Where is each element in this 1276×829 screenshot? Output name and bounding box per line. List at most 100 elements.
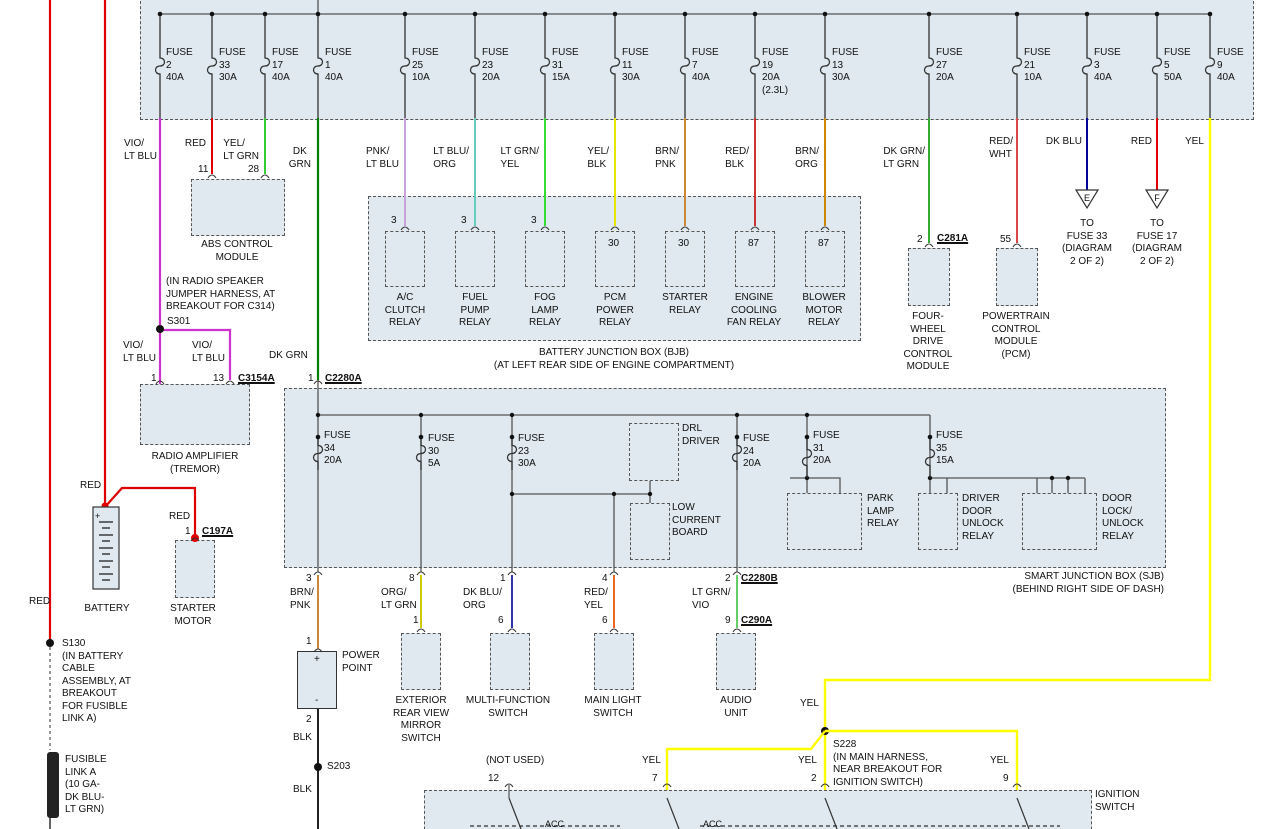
fuse-symbol xyxy=(469,14,481,118)
connector-pin-mark xyxy=(260,174,270,179)
starter-motor-box xyxy=(175,540,215,598)
four-wheel-drive-module-box xyxy=(908,248,950,306)
wire-color-label: YEL xyxy=(642,755,661,766)
low-current-board-box xyxy=(630,503,670,560)
fuse-symbol xyxy=(206,14,218,118)
fuse-symbol xyxy=(679,14,691,118)
pin-number: 28 xyxy=(248,164,260,175)
pin-number: 3 xyxy=(531,215,537,226)
wire-color-label: DK BLU xyxy=(1045,136,1082,147)
connector-id: C290A xyxy=(741,615,773,626)
wire-color-label: ORG/ LT GRN xyxy=(381,587,417,611)
wire-color-label: YEL xyxy=(990,755,1009,766)
connector-pin-mark xyxy=(820,226,830,231)
fuse-label: FUSE 9 40A xyxy=(1217,47,1244,83)
relay-box xyxy=(385,231,425,287)
pin-number: 6 xyxy=(498,615,504,626)
connector-id: C3154A xyxy=(238,373,275,384)
s301-splice xyxy=(156,325,164,333)
fusible-link-symbol xyxy=(47,752,59,818)
connector-pin-mark xyxy=(416,571,426,576)
fuse-label: FUSE 5 50A xyxy=(1164,47,1191,83)
fuse-label: FUSE 23 20A xyxy=(482,47,509,83)
not-used-label: (NOT USED) xyxy=(486,755,545,766)
wire-color-label: LT BLU/ ORG xyxy=(433,146,469,170)
fuse-label: FUSE 24 20A xyxy=(743,433,770,469)
power-point-box xyxy=(297,651,337,709)
wire-color-label: VIO/ LT BLU xyxy=(123,340,156,364)
acc-label: ACC xyxy=(703,819,723,829)
audio-unit-label: AUDIO UNIT xyxy=(720,695,752,719)
pin-number: 9 xyxy=(1003,773,1009,784)
abs-module-box xyxy=(191,179,285,236)
pin-number: 6 xyxy=(602,615,608,626)
top-fuse-drops xyxy=(154,11,1216,118)
wire-color-label: DK GRN xyxy=(269,350,308,361)
wire-color-label: RED/ WHT xyxy=(989,136,1013,160)
audio-unit-box xyxy=(716,633,756,690)
starter-motor-label: STARTER MOTOR xyxy=(170,603,216,627)
wire-color-label: BRN/ ORG xyxy=(795,146,819,170)
pin-number: 2 xyxy=(306,714,312,725)
off-page-connector-f xyxy=(1144,189,1170,210)
fuse-symbol xyxy=(154,14,166,118)
fuse-label: FUSE 13 30A xyxy=(832,47,859,83)
connector-id: C281A xyxy=(937,233,969,244)
pin-number: 12 xyxy=(488,773,500,784)
bus-node xyxy=(752,11,758,17)
fuse-label: FUSE 27 20A xyxy=(936,47,963,83)
connector-pin-mark xyxy=(207,174,217,179)
wire-color-label: YEL xyxy=(800,698,819,709)
bus-node xyxy=(157,11,163,17)
bjb-label: BATTERY JUNCTION BOX (BJB) (AT LEFT REAR… xyxy=(493,347,735,371)
s130-label: S130 (IN BATTERY CABLE ASSEMBLY, AT BREA… xyxy=(62,638,131,724)
fuse-label: FUSE 30 5A xyxy=(428,433,455,469)
pin-number: 1 xyxy=(413,615,419,626)
bus-node xyxy=(927,434,933,440)
connector-pin-mark xyxy=(313,380,323,385)
relay-box xyxy=(735,231,775,287)
pin-number: 2 xyxy=(917,234,923,245)
fuse-label: FUSE 2 40A xyxy=(166,47,193,83)
wire-color-label: BLK xyxy=(293,784,312,795)
fuse-symbol xyxy=(506,437,518,470)
relay-label: FOG LAMP RELAY xyxy=(528,292,562,328)
wire-color-label: LT GRN/ VIO xyxy=(692,587,731,611)
yel-wire-ign9 xyxy=(825,729,1019,790)
sjb-label: SMART JUNCTION BOX (SJB) (BEHIND RIGHT S… xyxy=(1012,571,1165,595)
bus-node xyxy=(542,11,548,17)
relay-label: BLOWER MOTOR RELAY xyxy=(802,292,846,328)
bus-node xyxy=(509,434,515,440)
multi-function-switch-box xyxy=(490,633,530,690)
fuse-label: FUSE 25 10A xyxy=(412,47,439,83)
pcm-label: POWERTRAIN CONTROL MODULE (PCM) xyxy=(982,311,1050,360)
wire-color-label: RED xyxy=(80,480,102,491)
wire-color-label: BRN/ PNK xyxy=(655,146,679,170)
door-lock-unlock-relay-box xyxy=(1022,493,1097,550)
fuse-symbol xyxy=(923,14,935,118)
relay-box xyxy=(665,231,705,287)
wire-color-label: DK GRN/ LT GRN xyxy=(883,146,925,170)
fuse-symbol xyxy=(312,437,324,470)
connector-pin-mark xyxy=(313,571,323,576)
connector-pin-mark xyxy=(680,226,690,231)
wire-color-label: YEL/ BLK xyxy=(587,146,609,170)
connector-id: C2280B xyxy=(741,573,778,584)
drl-driver-box xyxy=(629,423,679,481)
fuse-symbol xyxy=(1081,14,1093,118)
fuse-label: FUSE 23 30A xyxy=(518,433,545,469)
to-fuse-33-label: TO FUSE 33 (DIAGRAM 2 OF 2) xyxy=(1062,218,1112,267)
pin-number: 87 xyxy=(748,238,760,249)
fuse-label: FUSE 35 15A xyxy=(936,430,963,466)
fuse-symbol xyxy=(731,437,743,470)
pin-number: 30 xyxy=(608,238,620,249)
sjb-bus-nodes xyxy=(315,412,1071,497)
abs-module-label: ABS CONTROL MODULE xyxy=(201,239,273,263)
connector-pin-mark xyxy=(540,226,550,231)
fuse-symbol xyxy=(399,14,411,118)
wire-color-label: RED/ YEL xyxy=(584,587,608,611)
ignition-switch-label: IGNITION SWITCH xyxy=(1095,789,1140,813)
fuse-label: FUSE 11 30A xyxy=(622,47,649,83)
connector-pin-mark xyxy=(507,571,517,576)
